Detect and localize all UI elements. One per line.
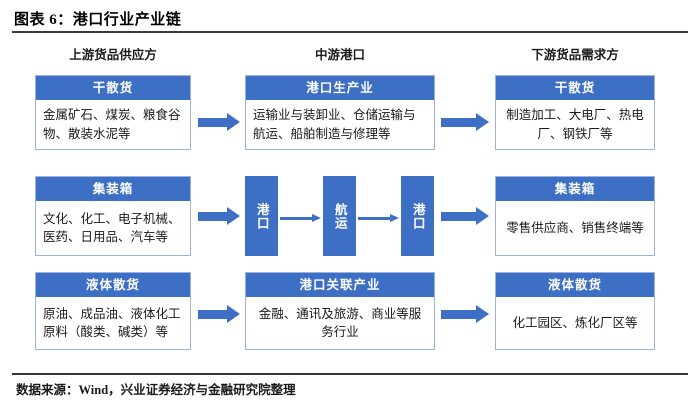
card-downstream-liquid-bulk: 液体散货 化工园区、炼化厂区等 <box>495 272 655 350</box>
card-header: 干散货 <box>36 76 190 100</box>
chain-node-label: 航运 <box>332 202 347 230</box>
card-header: 港口关联产业 <box>246 273 434 297</box>
card-body: 金融、通讯及旅游、商业等服务行业 <box>258 306 422 339</box>
card-upstream-dry-bulk: 干散货 金属矿石、煤炭、粮食谷物、散装水泥等 <box>35 75 191 150</box>
chain-arrow-right-icon <box>280 214 322 223</box>
card-header: 液体散货 <box>36 273 190 297</box>
card-body: 运输业与装卸业、仓储运输与航运、船舶制造与修理等 <box>253 108 416 141</box>
arrow-right-icon <box>441 113 489 131</box>
column-header-upstream: 上游货品供应方 <box>69 48 157 62</box>
card-body: 零售供应商、销售终端等 <box>506 220 644 235</box>
card-header: 集装箱 <box>496 177 654 201</box>
chain-node-label: 港口 <box>254 202 269 230</box>
arrow-right-icon <box>198 305 240 323</box>
chain-node-shipping: 航运 <box>323 176 356 256</box>
card-header: 干散货 <box>496 76 654 100</box>
card-downstream-dry-bulk: 干散货 制造加工、大电厂、热电厂、钢铁厂等 <box>495 75 655 150</box>
arrow-right-icon <box>441 207 489 225</box>
arrow-right-icon <box>198 113 240 131</box>
arrow-right-icon <box>198 207 240 225</box>
card-midstream-port-related: 港口关联产业 金融、通讯及旅游、商业等服务行业 <box>245 272 435 350</box>
card-upstream-liquid-bulk: 液体散货 原油、成品油、液体化工原料（酸类、碱类）等 <box>35 272 191 350</box>
card-header: 液体散货 <box>496 273 654 297</box>
column-header-midstream: 中游港口 <box>314 48 365 62</box>
title-divider <box>12 31 688 33</box>
card-downstream-container: 集装箱 零售供应商、销售终端等 <box>495 176 655 256</box>
chain-node-port-origin: 港口 <box>245 176 278 256</box>
column-header-downstream: 下游货品需求方 <box>531 48 619 62</box>
chain-node-port-destination: 港口 <box>401 176 434 256</box>
card-body: 制造加工、大电厂、热电厂、钢铁厂等 <box>506 108 644 141</box>
footer-divider <box>12 373 688 375</box>
card-midstream-port-production: 港口生产业 运输业与装卸业、仓储运输与航运、船舶制造与修理等 <box>245 75 435 150</box>
chain-arrow-right-icon <box>358 214 400 223</box>
card-header: 集装箱 <box>36 177 190 201</box>
arrow-right-icon <box>441 305 489 323</box>
card-upstream-container: 集装箱 文化、化工、电子机械、医药、日用品、汽车等 <box>35 176 191 256</box>
source-note: 数据来源：Wind，兴业证券经济与金融研究院整理 <box>16 383 296 397</box>
chain-node-label: 港口 <box>410 202 425 230</box>
card-body: 金属矿石、煤炭、粮食谷物、散装水泥等 <box>43 108 181 141</box>
card-body: 原油、成品油、液体化工原料（酸类、碱类）等 <box>43 306 181 339</box>
figure-title: 图表 6：港口行业产业链 <box>14 12 182 28</box>
card-body: 文化、化工、电子机械、医药、日用品、汽车等 <box>43 211 181 244</box>
card-header: 港口生产业 <box>246 76 434 100</box>
card-body: 化工园区、炼化厂区等 <box>512 315 638 330</box>
